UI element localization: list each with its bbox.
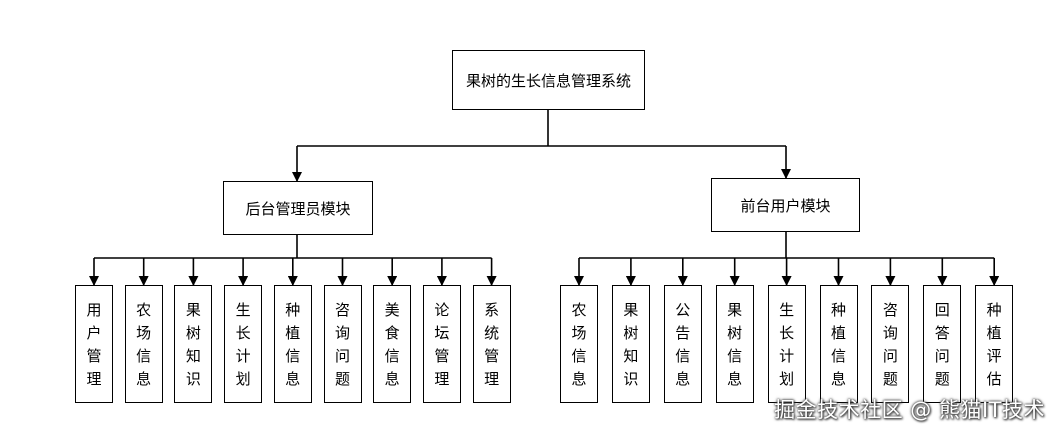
leaf-label: 果树知识	[623, 301, 639, 388]
leaf-label: 种植信息	[285, 301, 301, 388]
leaf-label: 种植信息	[830, 301, 846, 388]
leaf-label: 美食信息	[384, 301, 400, 388]
leaf-node: 果树知识	[611, 285, 650, 403]
leaf-node: 用户管理	[75, 285, 113, 403]
leaf-node: 果树信息	[715, 285, 754, 403]
leaf-node: 种植信息	[819, 285, 858, 403]
leaf-node: 系统管理	[472, 285, 511, 403]
leaf-node: 果树知识	[174, 285, 213, 403]
leaf-node: 生长计划	[767, 285, 806, 403]
leaf-label: 咨询问题	[334, 301, 350, 388]
leaf-node: 咨询问题	[323, 285, 362, 403]
leaf-label: 果树知识	[185, 301, 201, 388]
leaf-node: 公告信息	[663, 285, 702, 403]
leaf-node: 种植信息	[273, 285, 312, 403]
leaf-label: 论坛管理	[434, 301, 450, 388]
leaf-node: 农场信息	[560, 285, 598, 403]
leaf-node: 咨询问题	[871, 285, 910, 403]
leaf-node: 回答问题	[923, 285, 962, 403]
leaf-label: 生长计划	[235, 301, 251, 388]
leaf-label: 农场信息	[136, 301, 152, 388]
branch-label: 后台管理员模块	[245, 199, 351, 218]
leaf-label: 回答问题	[934, 301, 950, 388]
leaf-label: 果树信息	[727, 301, 743, 388]
leaf-label: 公告信息	[675, 301, 691, 388]
branch-node-admin: 后台管理员模块	[223, 181, 373, 235]
branch-node-user: 前台用户模块	[711, 178, 860, 232]
leaf-label: 农场信息	[571, 301, 587, 388]
leaf-label: 咨询问题	[882, 301, 898, 388]
leaf-node: 农场信息	[124, 285, 163, 403]
root-label: 果树的生长信息管理系统	[465, 71, 631, 90]
branch-label: 前台用户模块	[740, 196, 831, 215]
leaf-node: 种植评估	[975, 285, 1014, 403]
leaf-label: 生长计划	[779, 301, 795, 388]
root-node: 果树的生长信息管理系统	[452, 50, 645, 110]
leaf-label: 用户管理	[86, 301, 102, 388]
leaf-node: 美食信息	[373, 285, 412, 403]
leaf-node: 生长计划	[224, 285, 263, 403]
leaf-label: 种植评估	[986, 301, 1002, 388]
watermark: 掘金技术社区 @ 熊猫IT技术	[774, 398, 1045, 422]
leaf-node: 论坛管理	[422, 285, 461, 403]
leaf-label: 系统管理	[484, 301, 500, 388]
